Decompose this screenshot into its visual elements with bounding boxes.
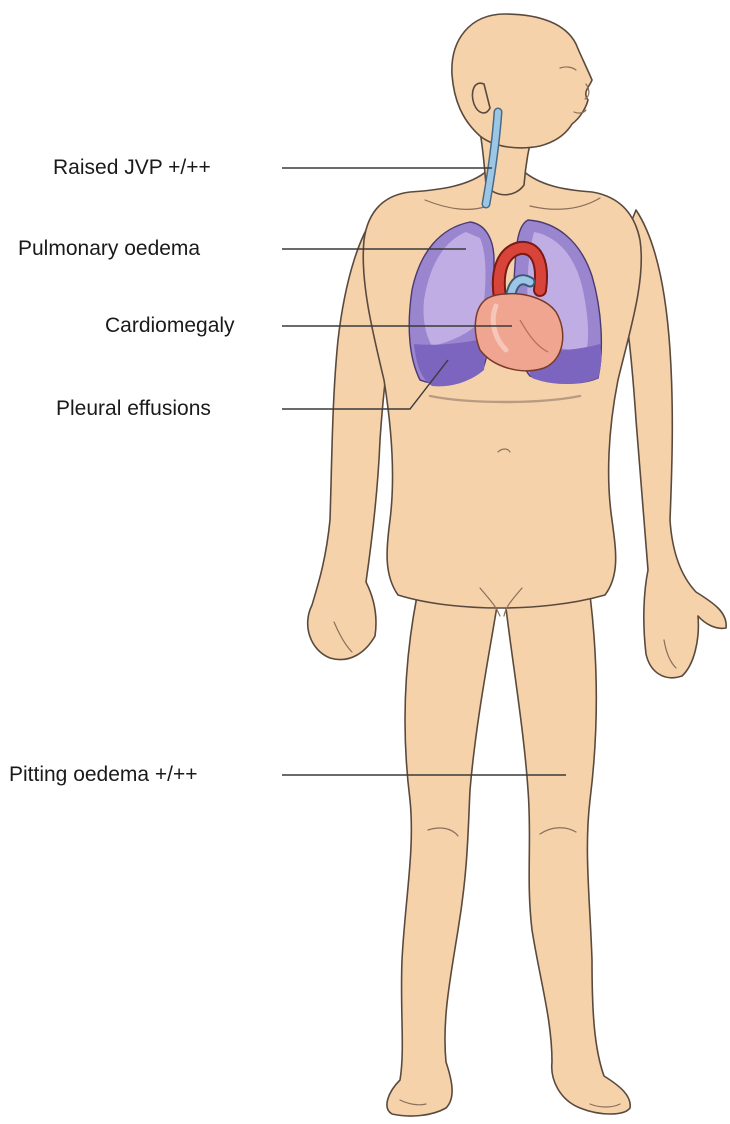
right-leg xyxy=(505,560,630,1114)
human-body xyxy=(308,14,726,1116)
heart-muscle xyxy=(475,294,562,371)
label-pleural-effusions: Pleural effusions xyxy=(56,397,211,421)
torso xyxy=(363,170,641,608)
head xyxy=(452,14,592,148)
label-pitting-oedema: Pitting oedema +/++ xyxy=(9,763,198,787)
label-cardiomegaly: Cardiomegaly xyxy=(105,314,235,338)
label-raised-jvp: Raised JVP +/++ xyxy=(53,156,211,180)
label-pulmonary-oedema: Pulmonary oedema xyxy=(18,237,200,261)
left-leg xyxy=(387,560,498,1116)
